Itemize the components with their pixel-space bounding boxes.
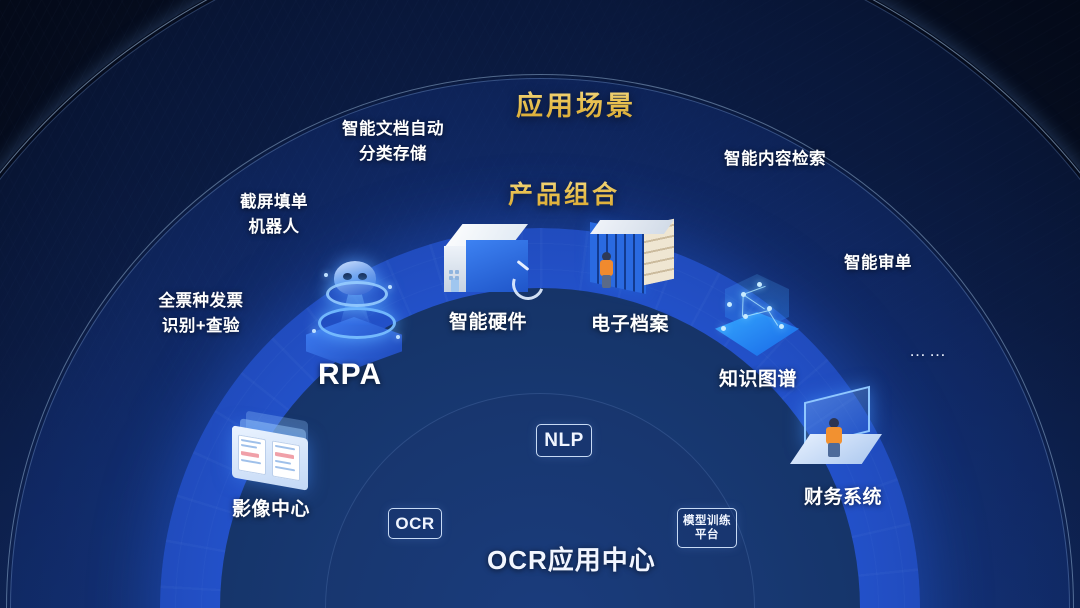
scenario-line-1: 智能内容检索 bbox=[724, 150, 826, 168]
chip-model-training-line-1: 模型训练 bbox=[683, 515, 731, 527]
smart-hardware-icon-label: 智能硬件 bbox=[448, 312, 527, 333]
kg-node-1 bbox=[741, 292, 746, 297]
kg-node-5 bbox=[779, 324, 784, 329]
kg-node-7 bbox=[721, 326, 726, 331]
archive-shelf-top bbox=[590, 220, 674, 234]
knowledge-graph-icon[interactable] bbox=[713, 272, 803, 362]
scenario-label-screenshot-form-filling-robot: 截屏填单 机器人 bbox=[228, 190, 320, 240]
rpa-spark-1 bbox=[324, 273, 328, 277]
finance-person bbox=[826, 418, 842, 457]
rpa-spark-2 bbox=[388, 285, 392, 289]
chip-model-training-platform[interactable]: 模型训练 平台 bbox=[677, 508, 737, 548]
scenario-label-smart-document-auto-classification: 智能文档自动 分类存储 bbox=[331, 117, 455, 167]
hardware-dot-4 bbox=[455, 276, 459, 280]
rpa-lower-ring bbox=[318, 307, 396, 339]
scenario-line-1: 智能审单 bbox=[844, 254, 912, 272]
ellipsis-label: …… bbox=[909, 341, 949, 360]
section-title-products: 产品组合 bbox=[508, 175, 620, 211]
rpa-eye-left bbox=[343, 273, 352, 280]
image-center-pane-left bbox=[238, 434, 266, 476]
archive-person-torso bbox=[600, 260, 613, 276]
kg-node-6 bbox=[757, 282, 762, 287]
finance-system-icon-label: 财务系统 bbox=[803, 487, 882, 508]
image-center-icon-label: 影像中心 bbox=[231, 499, 310, 520]
chip-model-training-line-2: 平台 bbox=[695, 529, 719, 541]
finance-system-icon[interactable] bbox=[790, 385, 890, 472]
kg-node-4 bbox=[727, 302, 732, 307]
electronic-archive-icon-label: 电子档案 bbox=[590, 314, 669, 335]
rpa-upper-ring bbox=[326, 281, 388, 307]
kg-node-2 bbox=[767, 306, 772, 311]
finance-person-head bbox=[829, 418, 839, 428]
chip-ocr[interactable]: OCR bbox=[388, 508, 442, 539]
archive-person-head bbox=[602, 252, 611, 261]
scenario-label-all-invoice-recognition-verification: 全票种发票 识别+查验 bbox=[148, 289, 254, 339]
kg-node-3 bbox=[743, 314, 748, 319]
hardware-dot-3 bbox=[449, 276, 453, 280]
section-title-scenarios: 应用场景 bbox=[516, 84, 636, 123]
image-center-icon[interactable] bbox=[232, 410, 316, 491]
knowledge-graph-base-plate bbox=[715, 312, 799, 356]
scenario-label-smart-bill-review: 智能审单 bbox=[844, 251, 912, 276]
hardware-dot-1 bbox=[449, 270, 453, 274]
finance-person-torso bbox=[826, 427, 842, 444]
scenario-line-2: 分类存储 bbox=[359, 145, 427, 163]
knowledge-graph-icon-label: 知识图谱 bbox=[718, 369, 797, 390]
center-label-ocr-application-center: OCR应用中心 bbox=[487, 545, 656, 575]
image-center-pane-right bbox=[272, 440, 300, 482]
scenario-line-1: 截屏填单 bbox=[240, 193, 308, 211]
hardware-slot bbox=[451, 278, 459, 292]
scenario-line-2: 识别+查验 bbox=[161, 317, 241, 335]
scenario-label-smart-content-retrieval: 智能内容检索 bbox=[724, 147, 826, 172]
hardware-dot-2 bbox=[455, 270, 459, 274]
chip-nlp[interactable]: NLP bbox=[536, 424, 592, 457]
archive-person bbox=[600, 252, 613, 288]
scenario-line-1: 智能文档自动 bbox=[342, 120, 444, 138]
rpa-spark-3 bbox=[312, 329, 316, 333]
hardware-front-face bbox=[466, 240, 550, 306]
hardware-side-face bbox=[444, 246, 466, 292]
archive-person-legs bbox=[602, 275, 611, 288]
rpa-icon[interactable] bbox=[300, 255, 410, 375]
electronic-archive-icon[interactable] bbox=[582, 218, 682, 304]
finance-person-legs bbox=[828, 443, 840, 457]
smart-hardware-icon[interactable] bbox=[440, 222, 550, 306]
scenario-line-1: 全票种发票 bbox=[158, 292, 244, 310]
rpa-icon-label: RPA bbox=[318, 358, 383, 391]
scenario-line-2: 机器人 bbox=[248, 218, 300, 236]
chip-nlp-label: NLP bbox=[544, 429, 584, 451]
chip-ocr-label: OCR bbox=[395, 513, 435, 533]
rpa-eye-right bbox=[358, 273, 367, 280]
rpa-spark-4 bbox=[396, 335, 400, 339]
